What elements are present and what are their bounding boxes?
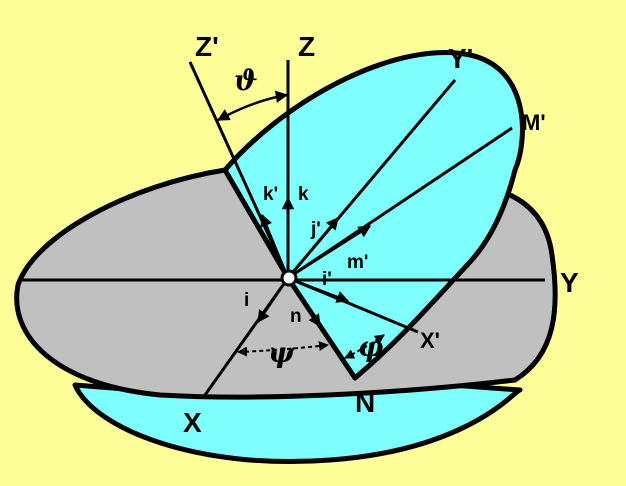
label-psi: ψ (268, 336, 296, 369)
label-z-prime: Z' (195, 31, 219, 62)
label-theta: ϑ (234, 64, 258, 97)
label-y-prime: Y' (448, 43, 473, 74)
label-i-prime: i' (322, 269, 332, 290)
label-k: k (298, 184, 309, 205)
label-phi: φ (358, 330, 384, 363)
label-k-prime: k' (263, 184, 278, 205)
j-prime-vector (287, 217, 339, 279)
label-m-prime-vec: m' (347, 252, 368, 273)
m-prime-vector (287, 224, 372, 280)
psi-arc (237, 341, 329, 357)
k-prime-vector (260, 213, 290, 279)
phi-arc (344, 334, 385, 359)
i-vector (256, 277, 290, 324)
z-prime-axis (188, 61, 290, 279)
i-prime-vector (287, 276, 350, 303)
rotated-plane-upper (222, 50, 525, 381)
label-z: Z (298, 31, 315, 62)
rotated-plane-lower (72, 375, 523, 465)
n-vector (286, 277, 322, 328)
label-x-prime: X' (420, 328, 440, 353)
label-m-prime-axis: M' (522, 110, 546, 135)
label-i: i (244, 290, 249, 311)
label-n: n (290, 306, 302, 327)
label-x: X (183, 407, 202, 438)
label-j-prime: j' (310, 219, 321, 240)
label-n-node: N (355, 387, 375, 418)
origin-point (280, 269, 298, 287)
label-y: Y (560, 267, 579, 298)
theta-arc (216, 90, 289, 122)
